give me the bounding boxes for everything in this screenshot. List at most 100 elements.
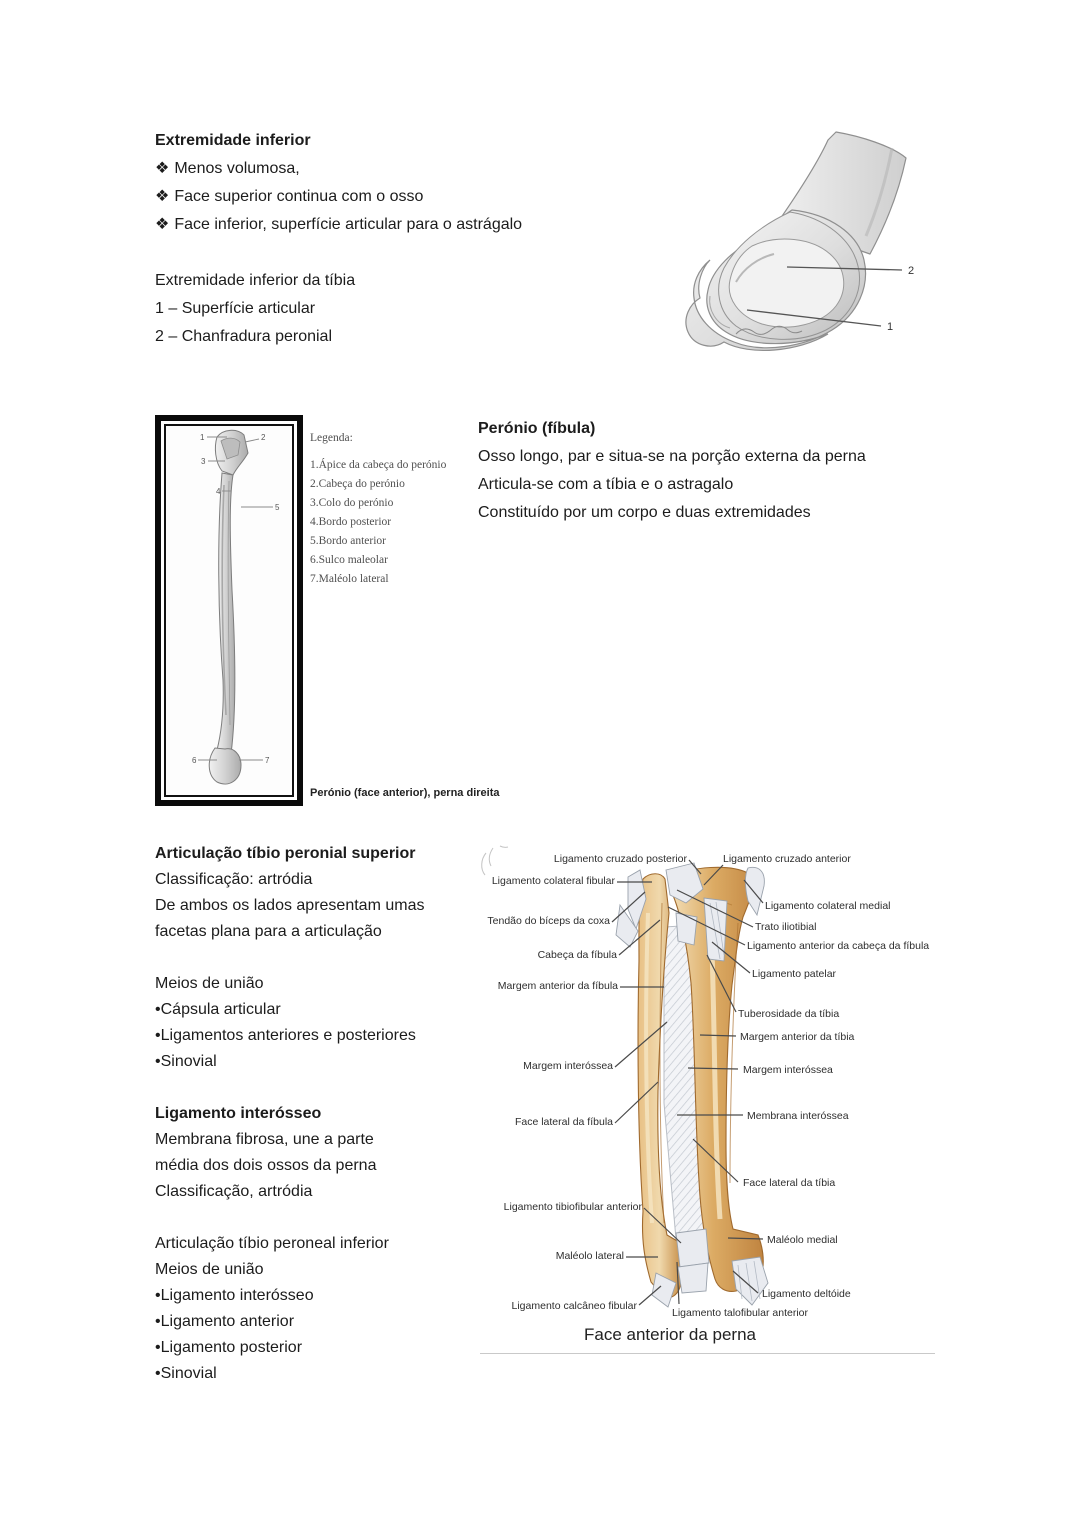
diamond-bullet-icon: ❖	[155, 160, 170, 177]
figure-label: Tuberosidade da tíbia	[738, 1008, 840, 1020]
legend-item: 7.Maléolo lateral	[310, 573, 389, 585]
body-line: De ambos os lados apresentam umas	[155, 897, 425, 914]
dot-bullet-icon: •	[155, 1027, 161, 1044]
body-line: Classificação: artródia	[155, 871, 313, 888]
figure-label: Ligamento cruzado posterior	[553, 853, 687, 865]
bullet-text: Ligamentos anteriores e posteriores	[160, 1027, 416, 1044]
figure-marker: 4	[216, 487, 221, 496]
body-line: Osso longo, par e situa-se na porção ext…	[478, 448, 866, 465]
legend-item: 1.Ápice da cabeça do perónio	[310, 459, 447, 471]
section-title: Perónio (fíbula)	[478, 420, 596, 437]
figure-label: Ligamento deltóide	[762, 1288, 851, 1300]
figure-label: Ligamento cruzado anterior	[723, 853, 851, 865]
figure-marker: 1	[887, 321, 893, 333]
body-line: Membrana fibrosa, une a parte	[155, 1131, 374, 1148]
bullet-line: •Sinovial	[155, 1049, 424, 1075]
body-line: média dos dois ossos da perna	[155, 1157, 377, 1174]
subsection-title: Articulação tíbio peroneal inferior	[155, 1235, 389, 1252]
body-line: facetas plana para a articulação	[155, 923, 382, 940]
bullet-text: Sinovial	[160, 1365, 217, 1382]
legend-item: 3.Colo do perónio	[310, 497, 394, 509]
bullet-text: Face superior continua com o osso	[174, 188, 424, 205]
figure-marker: 6	[192, 756, 197, 765]
figure-label: Ligamento colateral fibular	[491, 875, 615, 887]
legend-item: 5.Bordo anterior	[310, 535, 387, 547]
distal-tibia-illustration: 2 1	[685, 131, 914, 351]
figure-marker: 3	[201, 457, 206, 466]
numbered-item: 1 – Superfície articular	[155, 300, 316, 317]
diamond-bullet-icon: ❖	[155, 216, 170, 233]
figure-label: Ligamento colateral medial	[765, 900, 891, 912]
bullet-line: •Ligamento interósseo	[155, 1283, 424, 1309]
bullet-line: •Cápsula articular	[155, 997, 424, 1023]
figure-label: Tendão do bíceps da coxa	[487, 915, 610, 927]
figure-label: Face lateral da tíbia	[743, 1177, 836, 1189]
legend-item: 4.Bordo posterior	[310, 516, 392, 528]
figure-label: Margem anterior da fíbula	[497, 980, 618, 992]
subsection-title: Meios de união	[155, 975, 264, 992]
figure-marker: 5	[275, 503, 280, 512]
section-title: Ligamento interósseo	[155, 1105, 322, 1122]
bullet-line: •Ligamento posterior	[155, 1335, 424, 1361]
bullet-line: •Sinovial	[155, 1361, 424, 1387]
figure-label: Ligamento calcâneo fibular	[511, 1300, 638, 1312]
bullet-line: ❖Face superior continua com o osso	[155, 183, 522, 211]
bullet-text: Ligamento anterior	[160, 1313, 295, 1330]
figure-marker: 2	[261, 433, 266, 442]
diamond-bullet-icon: ❖	[155, 188, 170, 205]
figure-label: Maléolo lateral	[555, 1250, 624, 1262]
figure-label: Membrana interóssea	[747, 1110, 849, 1122]
figure-label: Margem anterior da tíbia	[740, 1031, 855, 1043]
legend-title: Legenda:	[310, 432, 353, 444]
figure-label: Ligamento anterior da cabeça da fíbula	[747, 940, 930, 952]
figure-label: Cabeça da fíbula	[537, 949, 617, 961]
figure-peronio-caption: Perónio (face anterior), perna direita	[310, 787, 500, 799]
figure-label: Face lateral da fíbula	[514, 1116, 613, 1128]
bullet-line: •Ligamentos anteriores e posteriores	[155, 1023, 424, 1049]
dot-bullet-icon: •	[155, 1001, 161, 1018]
figure-marker: 1	[200, 433, 205, 442]
bullet-text: Sinovial	[160, 1053, 217, 1070]
section-extremidade-inferior: Extremidade inferior ❖Menos volumosa, ❖F…	[155, 127, 522, 351]
leg-bones-illustration	[481, 845, 769, 1308]
bullet-text: Menos volumosa,	[174, 160, 300, 177]
figure-caption: Face anterior da perna	[584, 1325, 756, 1344]
bullet-text: Ligamento posterior	[160, 1339, 303, 1356]
section-title: Extremidade inferior	[155, 132, 311, 149]
dot-bullet-icon: •	[155, 1313, 161, 1330]
figure-face-anterior-perna: Ligamento cruzado posterior Ligamento co…	[480, 843, 935, 1358]
bullet-text: Cápsula articular	[160, 1001, 281, 1018]
figure-label: Ligamento talofibular anterior	[672, 1307, 808, 1319]
figure-label: Trato iliotibial	[755, 921, 817, 933]
dot-bullet-icon: •	[155, 1287, 161, 1304]
dot-bullet-icon: •	[155, 1053, 161, 1070]
figure-marker: 7	[265, 756, 270, 765]
figure-peronio-legend: Legenda: 1.Ápice da cabeça do perónio 2.…	[310, 432, 446, 589]
bullet-text: Face inferior, superfície articular para…	[174, 216, 523, 233]
figure-label: Margem interóssea	[743, 1064, 833, 1076]
bullet-text: Ligamento interósseo	[160, 1287, 314, 1304]
subsection-title: Extremidade inferior da tíbia	[155, 272, 356, 289]
bullet-line: ❖Face inferior, superfície articular par…	[155, 211, 522, 239]
figure-label: Ligamento patelar	[752, 968, 837, 980]
figure-divider	[480, 1353, 935, 1354]
bullet-line: ❖Menos volumosa,	[155, 155, 522, 183]
figure-marker: 2	[908, 265, 914, 277]
bullet-line: •Ligamento anterior	[155, 1309, 424, 1335]
subsection-title: Meios de união	[155, 1261, 264, 1278]
legend-item: 6.Sulco maleolar	[310, 554, 388, 566]
section-title: Articulação tíbio peronial superior	[155, 845, 416, 862]
figure-label: Ligamento tibiofibular anterior	[503, 1201, 642, 1213]
figure-extremidade-inferior-tibia: 2 1	[640, 118, 960, 378]
figure-label: Maléolo medial	[767, 1234, 838, 1246]
numbered-item: 2 – Chanfradura peronial	[155, 328, 333, 345]
body-line: Articula-se com a tíbia e o astragalo	[478, 476, 734, 493]
peronio-bone-illustration: 1 2 3 4 5 6 7	[192, 429, 280, 785]
section-peronio: Perónio (fíbula) Osso longo, par e situa…	[478, 415, 866, 527]
legend-item: 2.Cabeça do perónio	[310, 478, 405, 490]
scan-artifact	[481, 845, 509, 876]
dot-bullet-icon: •	[155, 1365, 161, 1382]
body-line: Constituído por um corpo e duas extremid…	[478, 504, 811, 521]
section-articulacoes: Articulação tíbio peronial superior Clas…	[155, 841, 424, 1387]
